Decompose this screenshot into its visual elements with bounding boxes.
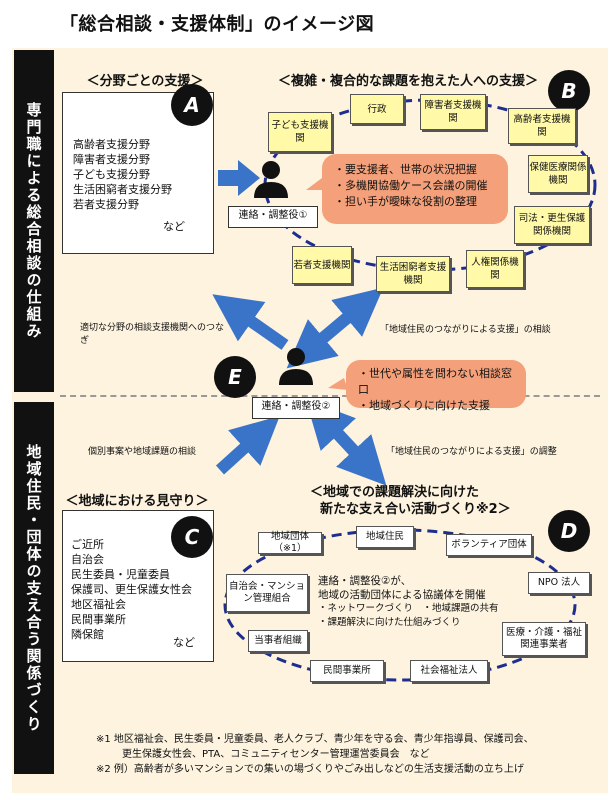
note-line: ・地域づくりに向けた支援 [358,399,490,412]
list-item: 自治会 [71,553,104,566]
etc-label: など [173,636,195,649]
heading-line: 新たな支え合い活動づくり※2＞ [320,502,511,517]
panel-a-box: 高齢者支援分野 障害者支援分野 子ども支援分野 生活困窮者支援分野 若者支援分野… [62,92,214,254]
group-box: 自治会・マンション管理組合 [226,574,308,612]
list-item: 障害者支援分野 [73,153,150,166]
sidebar-community: 地域住民・団体の支え合う関係づくり [14,402,54,774]
etc-label: など [163,220,185,233]
coordinator-2: 連絡・調整役② [252,397,340,419]
list-item: 民間事業所 [71,613,126,626]
bubble-tail-b [306,178,326,190]
group-box: 社会福祉法人 [410,660,488,682]
label-e: E [214,356,256,398]
coordinator-2-notes: ・世代や属性を問わない相談窓口 ・地域づくりに向けた支援 [346,360,526,412]
label-b: B [548,70,590,112]
note-line: ・世代や属性を問わない相談窓口 [358,367,512,396]
footnote-1: ※1 地区福祉会、民生委員・児童委員、老人クラブ、青少年を守る会、青少年指導員、… [96,734,534,745]
arrow-label-top-left: 適切な分野の相談支援機関へのつなぎ [80,323,225,346]
center-line: 地域の活動団体による協議体を開催 [318,589,486,601]
footnote-2: ※2 例）高齢者が多いマンションでの集いの場づくりやごみ出しなどの生活支援活動の… [96,764,524,775]
panel-d-heading: ＜地域での課題解決に向けた 新たな支え合い活動づくり※2＞ [310,484,540,518]
agency-box: 司法・更生保護関係機関 [514,206,590,244]
center-line: ・課題解決に向けた仕組みづくり [318,617,461,628]
agency-box: 高齢者支援機関 [508,108,576,144]
list-item: 隣保館 [71,628,104,641]
label-d: D [548,510,590,552]
list-item: 高齢者支援分野 [73,138,150,151]
center-line: 連絡・調整役②が、 [318,575,412,587]
list-item: 生活困窮者支援分野 [73,183,172,196]
sidebar-professional: 専門職による総合相談の仕組み [14,50,54,392]
footnotes: ※1 地区福祉会、民生委員・児童委員、老人クラブ、青少年を守る会、青少年指導員、… [96,732,606,777]
arrow-label-top-right: 「地域住民のつながりによる支援」の相談 [380,325,551,335]
agency-box: 若者支援機関 [292,246,352,284]
arrow-e-to-a [212,294,289,350]
list-item: 保護司、更生保護女性会 [71,583,192,596]
panel-d-center-text: 連絡・調整役②が、 地域の活動団体による協議体を開催 ・ネットワークづくり ・地… [318,574,518,630]
note-line: ・担い手が曖昧な役割の整理 [334,195,477,208]
footnote-1-cont: 更生保護女性会、PTA、コミュニティセンター管理運営委員会 など [122,749,430,760]
group-box: 医療・介護・福祉関連事業者 [502,622,586,656]
group-box: ボランティア団体 [446,534,532,556]
list-item: 若者支援分野 [73,198,139,211]
heading-line: ＜地域での課題解決に向けた [310,485,480,500]
section-divider [60,395,600,397]
list-item: 民生委員・児童委員 [71,568,170,581]
label-a: A [171,84,213,126]
group-box: 当事者組織 [248,630,308,652]
group-box: 地域住民 [356,526,414,548]
arrow-c-to-e [215,415,280,475]
agency-box: 人権関係機関 [466,250,524,288]
arrow-a-to-b [218,160,260,196]
page-title: 「総合相談・支援体制」のイメージ図 [60,14,375,35]
group-box: 民間事業所 [310,660,384,682]
arrow-label-bottom-right: 「地域住民のつながりによる支援」の調整 [386,447,557,457]
person-icon-1 [254,161,288,198]
list-item: 地区福祉会 [71,598,126,611]
panel-b-heading: ＜複雑・複合的な課題を抱えた人への支援＞ [277,74,538,89]
panel-a-heading: ＜分野ごとの支援＞ [86,74,204,89]
note-line: ・多機関協働ケース会議の開催 [334,179,488,192]
agency-box: 保健医療関係機関 [528,155,588,193]
agency-box: 障害者支援機関 [420,94,486,130]
label-c: C [171,516,213,558]
panel-c-heading: ＜地域における見守り＞ [65,494,209,509]
agency-box: 生活困窮者支援機関 [376,256,450,292]
arrow-d-to-e [305,399,365,463]
group-box: NPO 法人 [528,572,590,594]
center-line: ・ネットワークづくり ・地域課題の共有 [318,603,499,614]
bubble-tail-e [328,378,348,390]
coordinator-1: 連絡・調整役① [228,206,318,228]
coordinator-1-notes: ・要支援者、世帯の状況把握 ・多機関協働ケース会議の開催 ・担い手が曖昧な役割の… [322,154,508,224]
group-box: 地域団体（※1） [258,531,322,554]
person-icon-2 [279,348,313,385]
list-item: 子ども支援分野 [73,168,150,181]
agency-box: 子ども支援機関 [268,112,332,152]
list-item: ご近所 [71,538,104,551]
agency-box: 行政 [350,94,404,124]
note-line: ・要支援者、世帯の状況把握 [334,163,477,176]
arrow-label-bottom-left: 個別事案や地域課題の相談 [88,447,197,457]
panel-c-box: ご近所 自治会 民生委員・児童委員 保護司、更生保護女性会 地区福祉会 民間事業… [62,510,214,662]
arrow-b-to-e [286,306,359,369]
